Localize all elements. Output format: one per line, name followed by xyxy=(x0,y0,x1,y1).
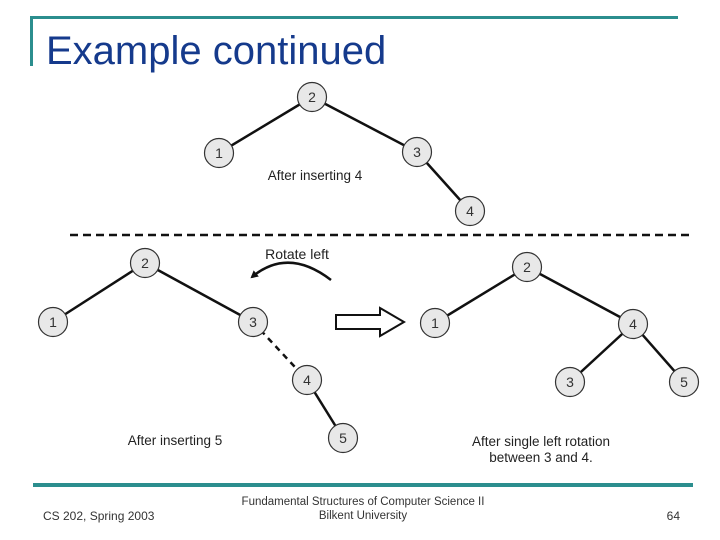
title-accent-top-rule xyxy=(30,16,678,19)
tree-edge-after-single-left-rotation-2-4 xyxy=(526,265,634,326)
caption-after-rotation-line2: between 3 and 4. xyxy=(489,449,593,465)
caption-after-rotation-line1: After single left rotation xyxy=(471,434,611,449)
footer-page-number: 64 xyxy=(666,509,680,523)
tree-node-after-inserting-4-1 xyxy=(203,137,235,169)
tree-node-after-single-left-rotation-5 xyxy=(668,366,700,398)
footer-course-label: CS 202, Spring 2003 xyxy=(43,509,155,523)
rotate-left-label: Rotate left xyxy=(265,246,329,262)
tree-node-label-after-inserting-5-2: 2 xyxy=(141,255,149,271)
tree-node-label-after-inserting-5-4: 4 xyxy=(303,372,311,388)
caption-after-rotation: After single left rotation between 3 and… xyxy=(431,434,651,465)
tree-node-label-after-single-left-rotation-3: 3 xyxy=(566,374,574,390)
tree-node-after-single-left-rotation-4 xyxy=(617,308,649,340)
tree-node-label-after-inserting-5-5: 5 xyxy=(339,430,347,446)
tree-node-label-after-single-left-rotation-1: 1 xyxy=(431,315,439,331)
tree-node-after-inserting-4-4 xyxy=(454,195,486,227)
tree-edge-after-single-left-rotation-2-1 xyxy=(434,265,528,325)
tree-node-after-inserting-5-5 xyxy=(327,422,359,454)
tree-node-after-single-left-rotation-3 xyxy=(554,366,586,398)
tree-edge-after-inserting-5-2-1 xyxy=(52,261,146,324)
tree-node-label-after-inserting-5-3: 3 xyxy=(249,314,257,330)
title-accent-left-rule xyxy=(30,16,33,66)
transformation-arrow-icon xyxy=(335,306,406,338)
page-title: Example continued xyxy=(46,29,387,73)
rotate-left-arrow xyxy=(250,261,332,281)
tree-node-after-inserting-5-3 xyxy=(237,306,269,338)
tree-node-after-single-left-rotation-1 xyxy=(419,307,451,339)
tree-edge-after-inserting-4-2-3 xyxy=(311,95,418,154)
footer-institution-line1: Fundamental Structures of Computer Scien… xyxy=(241,496,485,508)
tree-node-after-single-left-rotation-2 xyxy=(511,251,543,283)
tree-node-after-inserting-4-3 xyxy=(401,136,433,168)
tree-node-label-after-inserting-5-1: 1 xyxy=(49,314,57,330)
tree-node-after-inserting-5-2 xyxy=(129,247,161,279)
caption-after-inserting-4: After inserting 4 xyxy=(267,168,363,183)
tree-node-label-after-single-left-rotation-2: 2 xyxy=(523,259,531,275)
tree-node-after-inserting-5-1 xyxy=(37,306,69,338)
tree-node-label-after-single-left-rotation-5: 5 xyxy=(680,374,688,390)
tree-node-after-inserting-4-2 xyxy=(296,81,328,113)
tree-node-label-after-inserting-4-4: 4 xyxy=(466,203,474,219)
tree-node-label-after-inserting-4-3: 3 xyxy=(413,144,421,160)
caption-after-inserting-5: After inserting 5 xyxy=(127,433,223,448)
tree-node-after-inserting-5-4 xyxy=(291,364,323,396)
footer-accent-rule xyxy=(33,483,693,487)
tree-edge-after-inserting-5-2-3 xyxy=(144,261,254,324)
tree-edge-after-inserting-4-2-1 xyxy=(218,95,313,155)
tree-node-label-after-single-left-rotation-4: 4 xyxy=(629,316,637,332)
footer-institution-line2: Bilkent University xyxy=(318,510,408,522)
tree-node-label-after-inserting-4-1: 1 xyxy=(215,145,223,161)
tree-node-label-after-inserting-4-2: 2 xyxy=(308,89,316,105)
footer-institution: Fundamental Structures of Computer Scien… xyxy=(242,495,485,523)
